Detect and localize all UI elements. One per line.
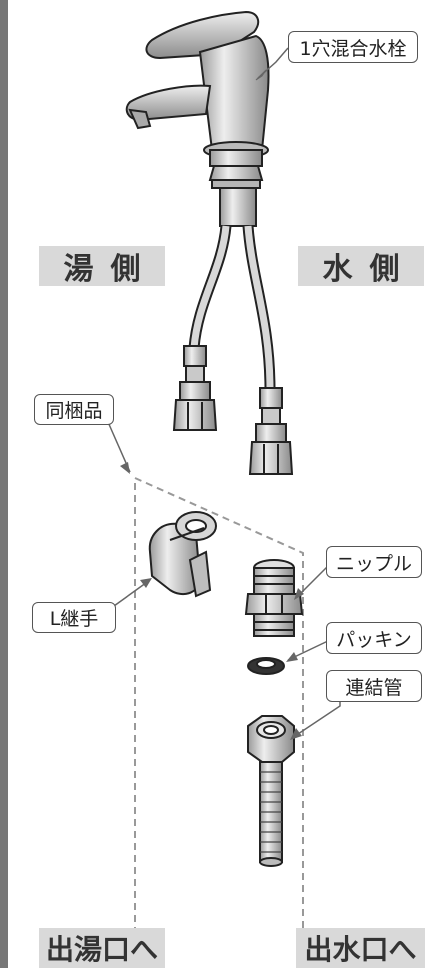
faucet-illustration [125,10,294,475]
l-joint-leader-arrow [140,578,152,588]
faucet-leader-arrow [255,69,267,81]
bundled-items-outline [134,476,304,958]
connector-pipe-leader-arrow [290,728,302,740]
l-joint-illustration [148,511,217,598]
l-joint-label: L継手 [32,602,116,633]
nipple-illustration [244,559,304,637]
connector-pipe-label: 連結管 [326,670,422,702]
packing-label: パッキン [326,622,422,654]
left-frame-bar [0,0,8,968]
hot-outlet-label: 出湯口へ [39,928,165,968]
packing-illustration [247,657,285,675]
connector-pipe-illustration [247,715,295,867]
hot-side-label: 湯 側 [39,246,165,287]
faucet-label: 1穴混合水栓 [288,31,418,63]
cold-side-char-2: 側 [369,252,400,287]
cold-outlet-label: 出水口へ [296,928,425,968]
bundled-label: 同梱品 [34,394,114,425]
cold-side-label: 水 側 [298,246,424,287]
hot-side-char-2: 側 [110,252,141,287]
hot-side-char-1: 湯 [63,252,94,287]
nipple-leader-arrow [294,588,304,600]
connector-pipe-leader-line [291,702,341,739]
cold-side-char-1: 水 [322,252,353,287]
nipple-label: ニップル [326,546,422,578]
bundled-leader-arrow [120,462,130,474]
packing-leader-arrow [286,652,298,662]
